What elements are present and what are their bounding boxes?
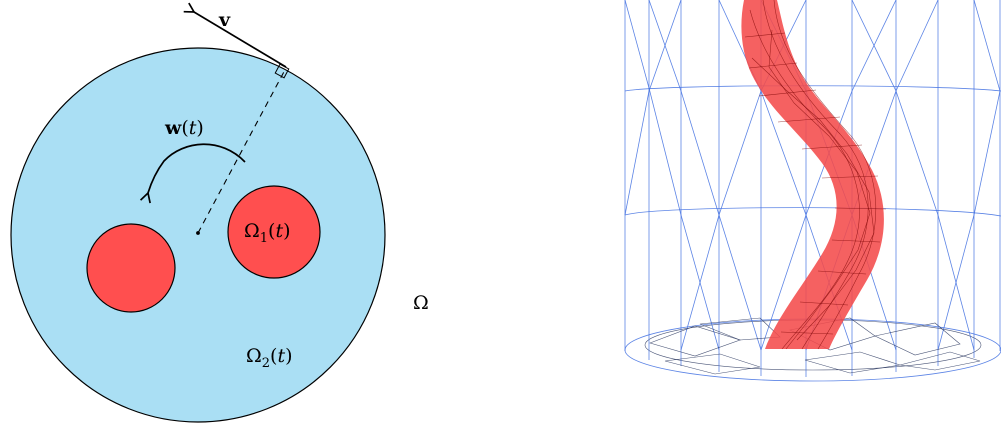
- inclusion-1-time: t: [275, 220, 283, 242]
- right-diagram: [624, 0, 1001, 382]
- rotation-open-paren: (: [181, 117, 188, 139]
- inclusion-1-open-paren: (: [268, 220, 275, 242]
- inclusion-1-subscript: 1: [260, 231, 268, 246]
- rotation-label: w(t): [164, 117, 204, 139]
- base-triangulation-5: [664, 353, 761, 375]
- tube-mesh-line-3: [773, 0, 877, 350]
- cylinder-diagonal-7: [937, 0, 1001, 351]
- tube-mesh-line-7: [777, 116, 841, 123]
- cylinder-diagonal-8: [648, 0, 762, 351]
- fluid-region-subscript: 2: [262, 356, 270, 371]
- rotation-time: t: [189, 117, 197, 139]
- fluid-region-time: t: [277, 345, 285, 367]
- inclusion-right: [227, 185, 321, 279]
- tube-mesh-line-15: [751, 57, 875, 341]
- inclusion-1-label: Ω1(t): [244, 220, 291, 246]
- tube-mesh-line-12: [817, 270, 867, 275]
- rotation-symbol: w: [164, 117, 182, 139]
- domain-disk: [10, 47, 386, 423]
- velocity-label: v: [218, 9, 231, 31]
- inclusion-1-symbol: Ω: [244, 220, 260, 242]
- tube-mesh-line-2: [762, 0, 869, 350]
- tube-mesh-line-14: [780, 331, 834, 335]
- tube-mesh-line-8: [801, 144, 863, 150]
- base-triangulation-4: [874, 322, 961, 356]
- inclusion-1-close-paren: ): [283, 220, 290, 242]
- tube-body: [741, 0, 884, 349]
- tube-mesh-line-5: [748, 62, 798, 69]
- fluid-region-label: Ω2(t): [246, 345, 293, 371]
- tube-mesh-line-9: [821, 175, 879, 179]
- domain-label: Ω: [413, 292, 429, 314]
- cylinder-diagonal-1: [624, 0, 720, 351]
- base-triangulation-1: [649, 325, 741, 357]
- tube-mesh-line-4: [744, 32, 786, 38]
- tube-mesh-line-13: [799, 301, 849, 306]
- tube-mesh-line-11: [831, 239, 881, 243]
- rotation-close-paren: ): [196, 117, 203, 139]
- cylinder-middle-ring: [624, 207, 1001, 217]
- radius-dashed-line: [197, 67, 287, 234]
- velocity-arrow: [183, 2, 287, 68]
- inclusion-left: [86, 223, 176, 313]
- tube-mesh-line-1: [749, 9, 860, 350]
- tube-group: [741, 0, 887, 350]
- fluid-region-symbol: Ω: [246, 345, 262, 367]
- fluid-region-open-paren: (: [270, 345, 277, 367]
- center-point: [196, 231, 200, 235]
- cylinder-diagonal-2: [624, 0, 682, 216]
- base-triangulation-7: [899, 351, 981, 371]
- tube-mesh-line-6: [758, 89, 817, 97]
- tube-mesh-line-10: [834, 207, 887, 210]
- rotation-arrow: [139, 143, 246, 204]
- left-diagram: v w(t) Ω1(t) Ω2(t) Ω: [10, 2, 429, 423]
- tube-mesh-line-16: [768, 29, 871, 350]
- fluid-region-close-paren: ): [285, 345, 292, 367]
